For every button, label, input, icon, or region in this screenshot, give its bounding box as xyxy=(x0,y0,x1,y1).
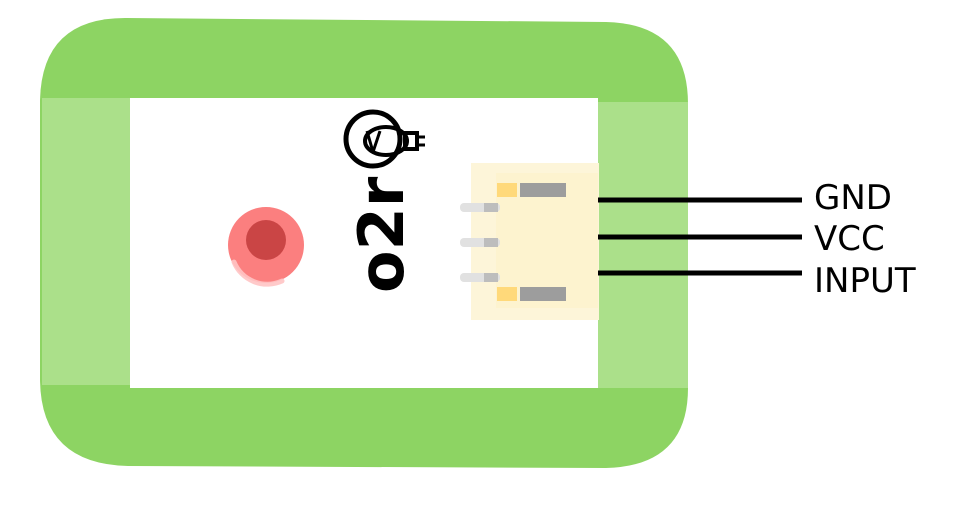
logo-text: o2r xyxy=(345,176,418,293)
jst-connector-icon xyxy=(460,163,599,320)
light-bulb-icon xyxy=(343,109,425,169)
pin-label-gnd: GND xyxy=(814,178,892,218)
pin-label-vcc: VCC xyxy=(814,219,885,259)
led-icon xyxy=(228,207,304,287)
board-right-panel xyxy=(597,102,688,388)
board-left-panel xyxy=(42,98,132,385)
pin-label-input: INPUT xyxy=(814,261,916,301)
